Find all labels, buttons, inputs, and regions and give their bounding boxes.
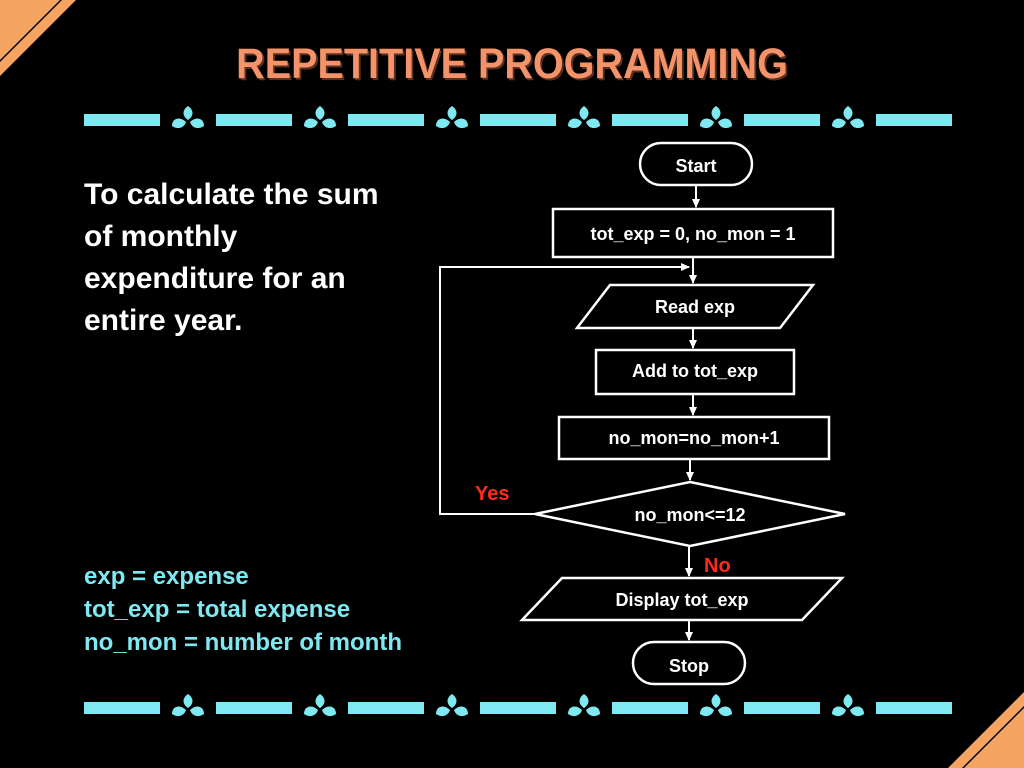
display-label: Display tot_exp [615,590,748,610]
start-label: Start [675,156,716,176]
connector-yes-loop [440,267,689,514]
yes-label: Yes [475,483,509,505]
no-label: No [704,555,731,577]
add-label: Add to tot_exp [632,361,758,381]
init-label: tot_exp = 0, no_mon = 1 [590,224,795,244]
decision-label: no_mon<=12 [634,505,745,525]
read-label: Read exp [655,297,735,317]
increment-label: no_mon=no_mon+1 [608,428,779,448]
stop-label: Stop [669,656,709,676]
